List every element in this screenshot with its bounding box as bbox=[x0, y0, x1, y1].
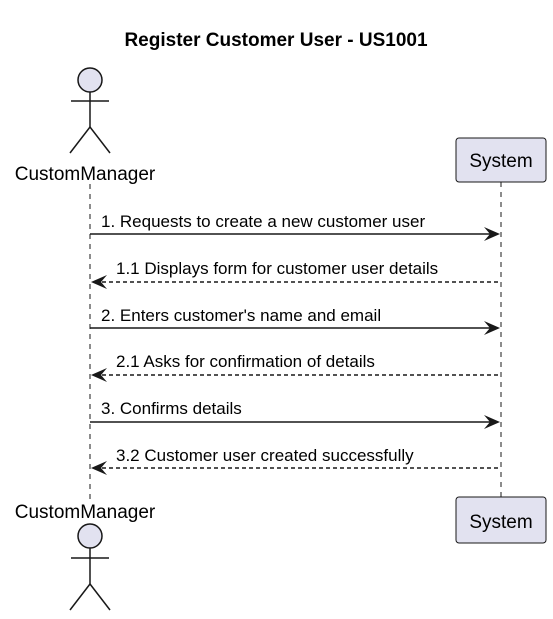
message-3-arrowhead bbox=[484, 321, 500, 335]
message-4-label: 2.1 Asks for confirmation of details bbox=[116, 352, 375, 371]
participant-top-label: System bbox=[469, 151, 532, 172]
diagram-title: Register Customer User - US1001 bbox=[124, 30, 427, 51]
actor-top-icon bbox=[69, 67, 111, 154]
message-5-label: 3. Confirms details bbox=[101, 399, 242, 418]
message-6-label: 3.2 Customer user created successfully bbox=[116, 446, 414, 465]
participant-bottom: System bbox=[455, 496, 547, 544]
message-4-arrowhead bbox=[91, 368, 107, 382]
message-6-arrowhead bbox=[91, 461, 107, 475]
message-5-arrowhead bbox=[484, 415, 500, 429]
actor-bottom-icon bbox=[69, 523, 111, 611]
message-1-label: 1. Requests to create a new customer use… bbox=[101, 212, 425, 231]
participant-top: System bbox=[455, 137, 547, 183]
message-2-arrowhead bbox=[91, 275, 107, 289]
participant-bottom-label: System bbox=[469, 512, 532, 533]
actor-top-label: CustomManager bbox=[15, 164, 156, 185]
actor-bottom-label: CustomManager bbox=[15, 502, 156, 523]
message-1-arrowhead bbox=[484, 227, 500, 241]
message-2-label: 1.1 Displays form for customer user deta… bbox=[116, 259, 438, 278]
message-3-label: 2. Enters customer's name and email bbox=[101, 306, 381, 325]
